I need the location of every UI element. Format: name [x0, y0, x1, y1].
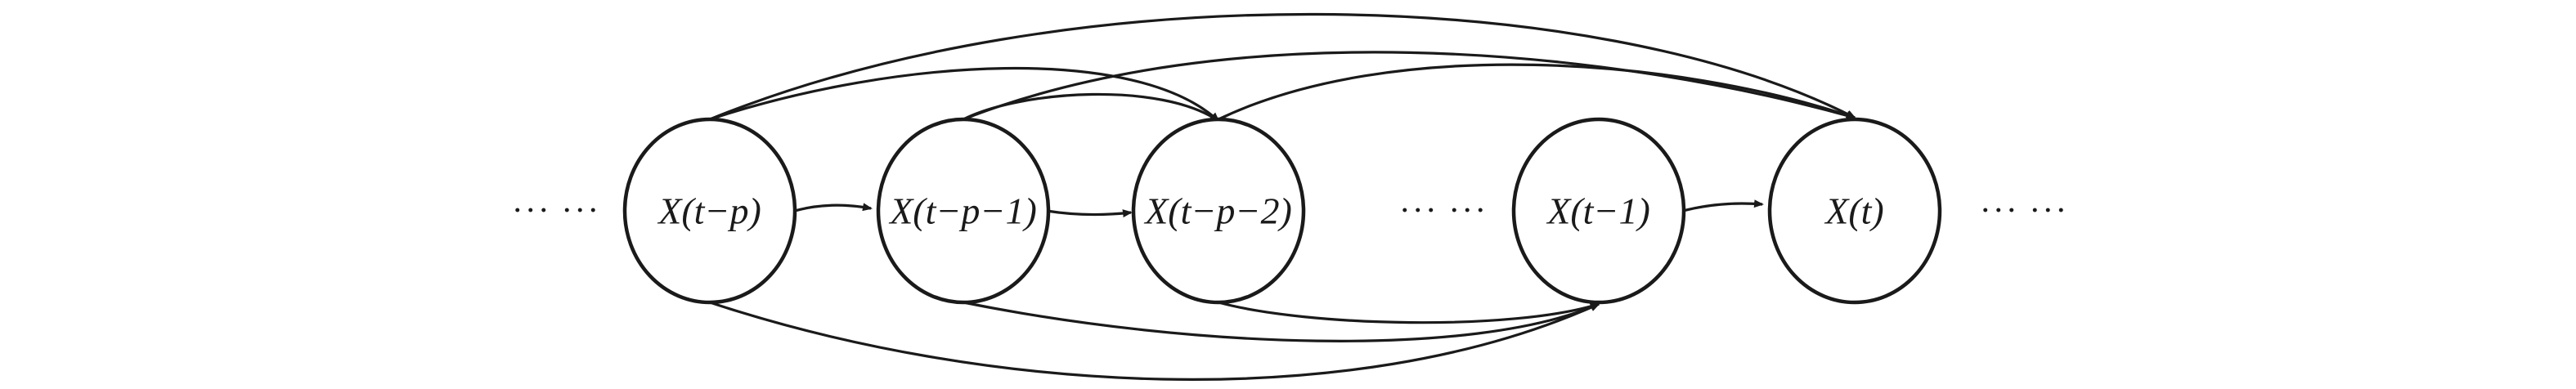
ellipsis-right: ··· ···	[1980, 192, 2068, 230]
node-xtp: X(t−p)	[622, 117, 797, 305]
edge-xtp-to-xtp1	[794, 203, 873, 212]
node-xtp2: X(t−p−2)	[1131, 117, 1306, 305]
node-label: X(t−p−1)	[888, 190, 1037, 232]
ellipsis-left: ··· ···	[512, 192, 600, 230]
node-xtp1: X(t−p−1)	[876, 117, 1051, 305]
edge-xtp2-to-xt1	[1218, 301, 1600, 324]
node-label: X(t−p−2)	[1143, 190, 1292, 232]
node-label: X(t)	[1824, 190, 1884, 232]
node-circle	[876, 117, 1051, 305]
nodes-group: X(t−p) X(t−p−1) X(t−p−2) X(t−1) X(t)	[622, 117, 1942, 305]
edge-xtp-to-xtp2	[709, 67, 1220, 123]
edge-xtp1-to-xt1	[963, 301, 1600, 342]
node-label: X(t−1)	[1546, 190, 1650, 232]
edges-group	[709, 12, 1856, 381]
edge-xtp1-to-xtp2-top	[963, 92, 1219, 123]
node-circle	[1767, 117, 1942, 305]
node-xt: X(t)	[1767, 117, 1942, 305]
edge-xtp1-to-xt	[963, 51, 1856, 121]
node-xt1: X(t−1)	[1511, 117, 1686, 305]
edge-xtp-to-xt1	[709, 301, 1600, 381]
edge-xtp2-to-xt	[1218, 63, 1856, 121]
edge-xt1-to-xt	[1682, 199, 1764, 212]
ellipsis-middle: ··· ···	[1399, 192, 1488, 230]
node-circle	[622, 117, 797, 305]
edge-xtp1-to-xtp2	[1046, 209, 1133, 218]
node-circle	[1131, 117, 1306, 305]
node-circle	[1511, 117, 1686, 305]
node-label: X(t−p)	[657, 190, 761, 232]
edge-xtp-to-xt	[709, 12, 1856, 121]
